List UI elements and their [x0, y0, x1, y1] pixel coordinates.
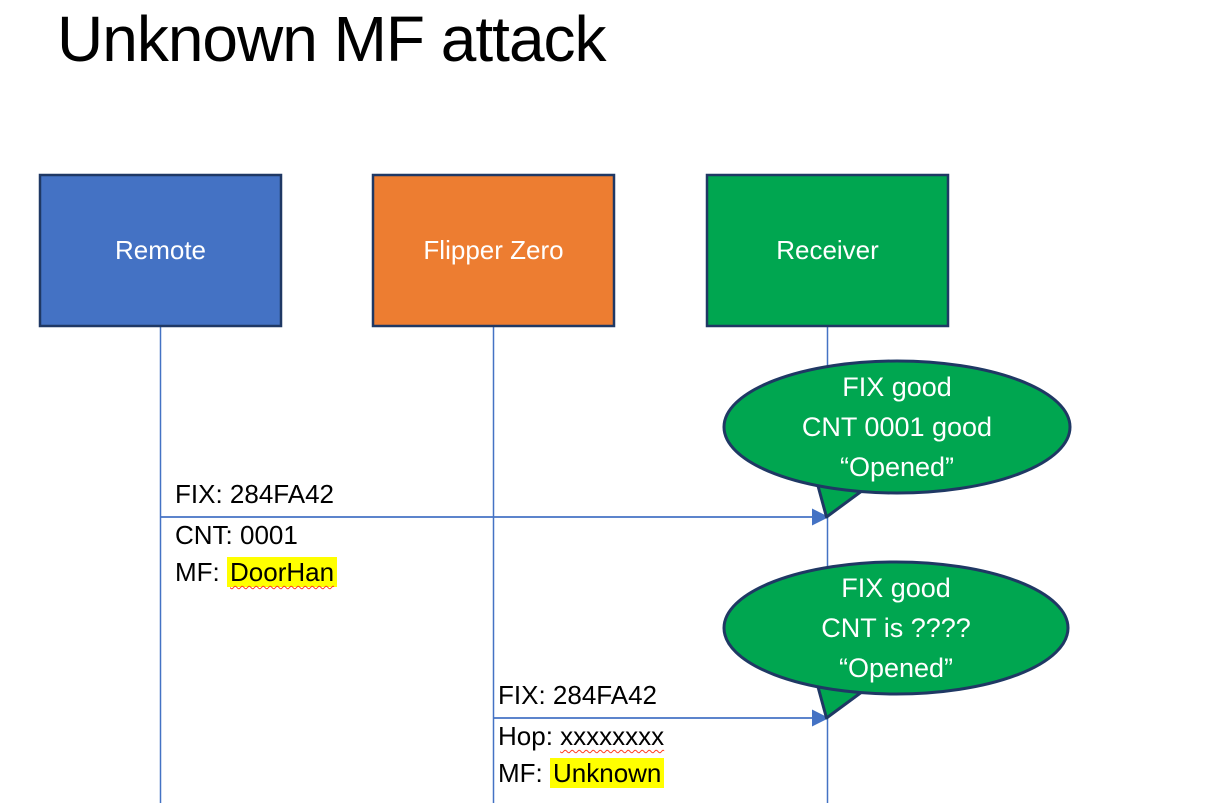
message1-mf-prefix: MF: [175, 557, 227, 587]
slide-title: Unknown MF attack [57, 3, 607, 75]
bubble1-line3: “Opened” [839, 452, 955, 482]
bubble2-line2: CNT is ???? [821, 613, 971, 643]
bubble2-line3: “Opened” [838, 653, 954, 683]
actor-label-flipper-zero: Flipper Zero [423, 235, 564, 265]
message1-mf-label: MF: DoorHan [175, 557, 338, 587]
message2-arrowhead [812, 709, 829, 727]
speech-bubble-2-text: FIX good CNT is ???? “Opened” [723, 561, 1069, 695]
message2-hop-label: Hop: xxxxxxxx [498, 721, 664, 751]
speech-bubble-1 [722, 359, 1072, 495]
message2-hop-value-misspelled: xxxxxxxx [560, 721, 665, 751]
speech-bubble-2 [722, 560, 1070, 696]
actor-box-flipper-zero [371, 173, 616, 328]
actor-label-receiver: Receiver [776, 235, 879, 265]
bubble1-line2: CNT 0001 good [801, 412, 993, 442]
message1-cnt-label: CNT: 0001 [175, 520, 298, 550]
message2-mf-prefix: MF: [498, 758, 550, 788]
bubble1-line1: FIX good [842, 372, 952, 402]
message1-fix-label: FIX: 284FA42 [175, 479, 334, 509]
message1-mf-value-highlighted: DoorHan [227, 557, 338, 587]
message2-mf-label: MF: Unknown [498, 758, 665, 788]
bubble2-line1: FIX good [841, 573, 951, 603]
message2-fix-label: FIX: 284FA42 [498, 680, 657, 710]
actor-box-receiver [705, 173, 950, 328]
message1-arrowhead [812, 508, 829, 526]
actor-box-remote [38, 173, 283, 328]
speech-bubble-1-text: FIX good CNT 0001 good “Opened” [724, 360, 1070, 494]
message2-mf-value-highlighted: Unknown [550, 758, 665, 788]
actor-label-remote: Remote [114, 235, 207, 265]
message2-hop-prefix: Hop: [498, 721, 561, 751]
